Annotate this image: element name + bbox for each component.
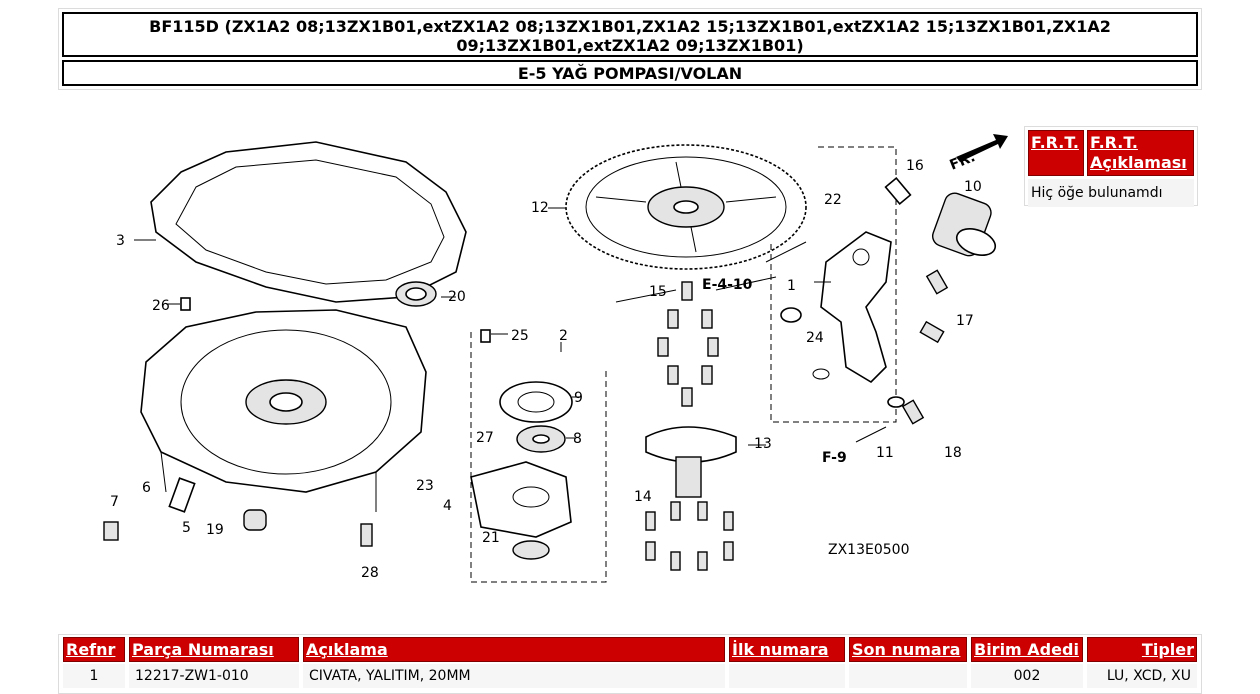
frt-column-header[interactable]: F.R.T. — [1028, 130, 1084, 176]
callout-10: 10 — [964, 179, 982, 195]
callout-12: 12 — [531, 200, 549, 216]
cell-types: LU, XCD, XU — [1087, 664, 1197, 688]
callout-6: 6 — [142, 480, 151, 496]
parts-table-header-row: Refnr Parça Numarası Açıklama İlk numara… — [63, 637, 1197, 662]
reference-f9: F-9 — [822, 450, 847, 466]
table-row[interactable]: 1 12217-ZW1-010 CIVATA, YALITIM, 20MM 00… — [63, 664, 1197, 688]
callout-24: 24 — [806, 330, 824, 346]
callout-14: 14 — [634, 489, 652, 505]
callout-11: 11 — [876, 445, 894, 461]
fr-arrow-icon — [956, 134, 1008, 162]
callout-15: 15 — [649, 284, 667, 300]
column-header-last-number[interactable]: Son numara — [849, 637, 967, 662]
column-header-part-number[interactable]: Parça Numarası — [129, 637, 299, 662]
callout-19: 19 — [206, 522, 224, 538]
page-title: BF115D (ZX1A2 08;13ZX1B01,extZX1A2 08;13… — [62, 12, 1198, 57]
gasket-part — [150, 141, 467, 303]
frt-empty-message: Hiç öğe bulunamdı — [1028, 179, 1194, 207]
oil-pump-cover-part — [470, 461, 572, 538]
column-header-ref[interactable]: Refnr — [63, 637, 125, 662]
callout-16: 16 — [906, 158, 924, 174]
parts-table-panel: Refnr Parça Numarası Açıklama İlk numara… — [58, 634, 1202, 694]
callout-18: 18 — [944, 445, 962, 461]
callout-27: 27 — [476, 430, 494, 446]
cell-ref: 1 — [63, 664, 125, 688]
title-panel — [58, 8, 1202, 90]
frt-panel: F.R.T. F.R.T. Açıklaması Hiç öğe bulunam… — [1024, 126, 1198, 207]
bolt-group-15 — [657, 281, 719, 407]
callout-28: 28 — [361, 565, 379, 581]
bolt-group-14 — [645, 501, 734, 571]
page-subtitle: E-5 YAĞ POMPASI/VOLAN — [62, 60, 1198, 86]
frt-header-row: F.R.T. F.R.T. Açıklaması — [1028, 130, 1194, 176]
hub-part — [645, 426, 737, 463]
callout-17: 17 — [956, 313, 974, 329]
callout-13: 13 — [754, 436, 772, 452]
callout-4: 4 — [443, 498, 452, 514]
callout-21: 21 — [482, 530, 500, 546]
callout-5: 5 — [182, 520, 191, 536]
reference-e4-10: E-4-10 — [702, 277, 753, 293]
callout-22: 22 — [824, 192, 842, 208]
diagram-code: ZX13E0500 — [828, 542, 909, 558]
callout-23: 23 — [416, 478, 434, 494]
frt-description-column-header[interactable]: F.R.T. Açıklaması — [1087, 130, 1194, 176]
callout-25: 25 — [511, 328, 529, 344]
callout-20: 20 — [448, 289, 466, 305]
column-header-quantity[interactable]: Birim Adedi — [971, 637, 1083, 662]
parts-table: Refnr Parça Numarası Açıklama İlk numara… — [59, 635, 1201, 690]
cell-description: CIVATA, YALITIM, 20MM — [303, 664, 725, 688]
oil-pump-body-part — [820, 231, 892, 384]
callout-26: 26 — [152, 298, 170, 314]
callout-9: 9 — [574, 390, 583, 406]
callout-2: 2 — [559, 328, 568, 344]
cell-quantity: 002 — [971, 664, 1083, 688]
callout-3: 3 — [116, 233, 125, 249]
callout-7: 7 — [110, 494, 119, 510]
parts-diagram: 3 26 20 25 2 12 9 8 27 23 4 21 7 6 5 19 … — [103, 134, 1008, 583]
callout-1: 1 — [787, 278, 796, 294]
cell-first-number — [729, 664, 845, 688]
callout-8: 8 — [573, 431, 582, 447]
column-header-types[interactable]: Tipler — [1087, 637, 1197, 662]
column-header-first-number[interactable]: İlk numara — [729, 637, 845, 662]
column-header-description[interactable]: Açıklama — [303, 637, 725, 662]
cell-part-number[interactable]: 12217-ZW1-010 — [129, 664, 299, 688]
cell-last-number — [849, 664, 967, 688]
